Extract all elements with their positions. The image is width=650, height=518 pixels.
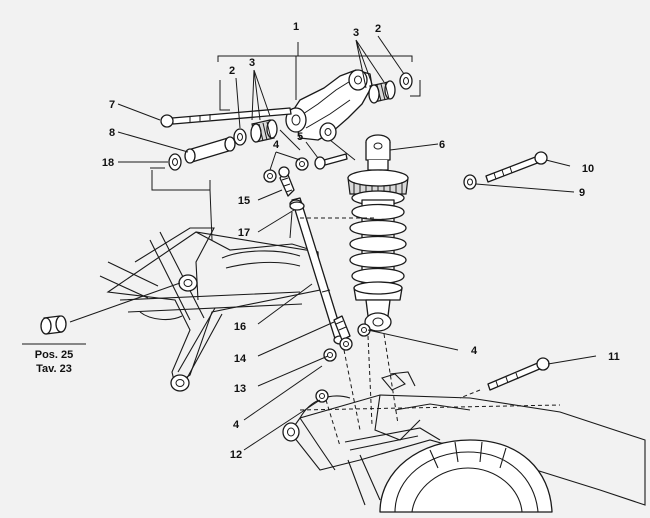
rod-end-14 bbox=[333, 315, 353, 351]
callout-8: 8 bbox=[109, 127, 115, 139]
assembly-lines bbox=[69, 42, 481, 447]
reference-position: Pos. 25 bbox=[35, 349, 74, 361]
callout-9: 9 bbox=[579, 187, 585, 199]
callout-16: 16 bbox=[234, 321, 246, 333]
reference-table: Tav. 23 bbox=[36, 363, 72, 375]
callout-2-left: 2 bbox=[229, 65, 235, 77]
bearings-left bbox=[233, 119, 278, 146]
bushing-pos25 bbox=[40, 315, 67, 335]
lock-nut-17 bbox=[289, 201, 305, 211]
bolt-7 bbox=[160, 107, 292, 128]
callout-18: 18 bbox=[102, 157, 114, 169]
bolt-11 bbox=[487, 357, 550, 391]
bushing-8 bbox=[184, 136, 236, 164]
bolt-5 bbox=[314, 153, 348, 170]
shock-absorber bbox=[347, 134, 409, 332]
washer-18 bbox=[168, 153, 182, 171]
callout-12: 12 bbox=[230, 449, 242, 461]
bearings-right bbox=[368, 72, 413, 104]
nuts-lower bbox=[315, 323, 371, 403]
callout-3-right: 3 bbox=[353, 27, 359, 39]
callout-1: 1 bbox=[293, 21, 299, 33]
reference-note: Pos. 25 Tav. 23 bbox=[22, 343, 86, 375]
frame-outline bbox=[99, 227, 321, 392]
callout-7: 7 bbox=[109, 99, 115, 111]
callout-3-left: 3 bbox=[249, 57, 255, 69]
callout-4-top: 4 bbox=[273, 139, 280, 151]
callout-14: 14 bbox=[234, 353, 247, 365]
swingarm bbox=[282, 371, 646, 513]
callout-13: 13 bbox=[234, 383, 246, 395]
callout-labels: 1 2 3 3 2 7 8 18 4 5 6 10 9 15 17 16 14 … bbox=[102, 21, 620, 461]
callout-11: 11 bbox=[608, 351, 620, 363]
rod-end-15 bbox=[278, 166, 295, 197]
callout-5: 5 bbox=[297, 131, 303, 143]
rocker-arm bbox=[285, 69, 373, 142]
callout-4-right: 4 bbox=[471, 345, 478, 357]
washer-9 bbox=[463, 174, 477, 190]
bolt-10 bbox=[485, 151, 548, 183]
callout-17: 17 bbox=[238, 227, 250, 239]
callout-leaders bbox=[117, 35, 597, 451]
callout-4-bottom: 4 bbox=[233, 419, 240, 431]
callout-15: 15 bbox=[238, 195, 250, 207]
callout-6: 6 bbox=[439, 139, 445, 151]
callout-10: 10 bbox=[582, 163, 594, 175]
callout-2-right: 2 bbox=[375, 23, 381, 35]
